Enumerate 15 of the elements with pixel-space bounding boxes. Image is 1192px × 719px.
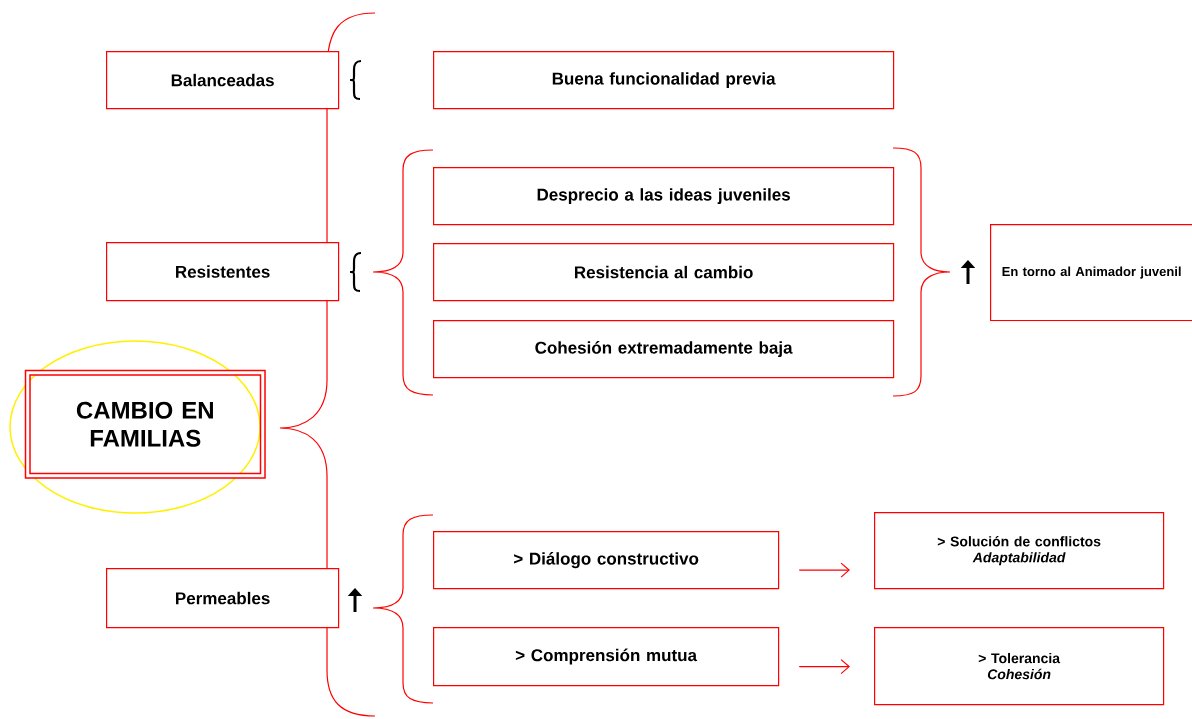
text-box: En torno al Animador juvenil: [990, 224, 1192, 322]
text-box: Desprecio a las ideas juveniles: [433, 167, 895, 226]
text-box: Resistencia al cambio: [433, 243, 895, 302]
text-box: > Solución de conflictos Adaptabilidad: [874, 512, 1165, 590]
title-box: CAMBIO EN FAMILIAS: [24, 369, 266, 479]
text-box: Buena funcionalidad previa: [433, 51, 895, 110]
text-box: > Comprensión mutua: [433, 627, 780, 687]
text-box: Balanceadas: [106, 51, 340, 110]
text-box: Cohesión extremadamente baja: [433, 320, 895, 379]
text-box: > Tolerancia Cohesión: [874, 627, 1165, 706]
text-box: Resistentes: [106, 242, 340, 302]
text-box: Permeables: [106, 568, 340, 629]
arrow: [798, 659, 850, 675]
arrow: [798, 562, 850, 578]
text-box: > Diálogo constructivo: [433, 531, 780, 590]
